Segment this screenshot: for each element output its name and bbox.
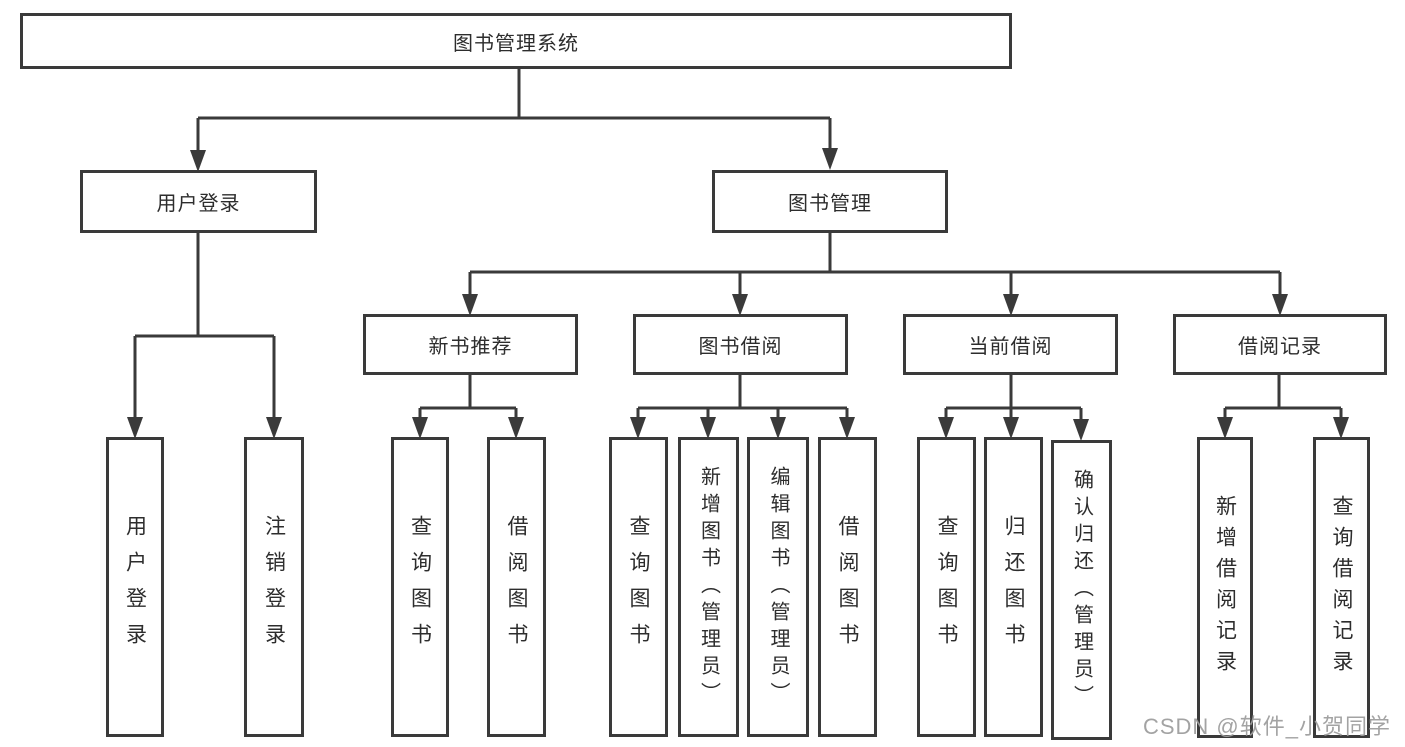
node-section-book-borrow: 图书借阅 [633,314,848,375]
node-book-mgmt-branch-label: 图书管理 [788,193,872,215]
leaf-newbook-query-books-label: 查询图书 [408,515,432,659]
leaf-record-query-record: 查询借阅记录 [1313,437,1370,738]
leaf-user-login-label: 用户登录 [123,515,147,659]
node-section-borrow-record: 借阅记录 [1173,314,1387,375]
leaf-borrow-edit-books-admin-label: 编辑图书（管理员） [767,465,789,709]
leaf-borrow-borrow-books-label: 借阅图书 [836,515,859,659]
leaf-borrow-add-books-admin-label: 新增图书（管理员） [697,465,720,709]
leaf-current-return-books-label: 归还图书 [1002,515,1025,659]
leaf-newbook-borrow-books-label: 借阅图书 [505,515,528,659]
leaf-current-confirm-return-admin: 确认归还（管理员） [1051,440,1112,740]
connector-current-to-leaves [944,375,1083,421]
connector-login-to-leaves [133,233,276,419]
leaf-current-query-books-label: 查询图书 [935,515,958,659]
leaf-user-login: 用户登录 [106,437,164,737]
node-section-new-book-label: 新书推荐 [428,336,513,358]
leaf-logout: 注销登录 [244,437,304,737]
node-book-mgmt-branch: 图书管理 [712,170,948,233]
leaf-newbook-borrow-books: 借阅图书 [487,437,546,737]
node-section-current-borrow-label: 当前借阅 [968,336,1053,358]
connector-root-to-branches [196,68,832,152]
leaf-current-query-books: 查询图书 [917,437,976,737]
connector-borrow-to-leaves [636,375,849,419]
node-root: 图书管理系统 [20,13,1012,69]
leaf-borrow-query-books: 查询图书 [609,437,668,737]
connector-mgmt-to-sections [468,233,1282,296]
node-section-current-borrow: 当前借阅 [903,314,1118,375]
leaf-record-query-record-label: 查询借阅记录 [1330,494,1353,681]
leaf-record-add-record: 新增借阅记录 [1197,437,1253,738]
node-section-borrow-record-label: 借阅记录 [1238,336,1322,358]
leaf-borrow-borrow-books: 借阅图书 [818,437,877,737]
node-user-login-branch-label: 用户登录 [156,193,241,215]
connector-newbook-to-leaves [418,375,518,419]
node-root-label: 图书管理系统 [453,32,579,55]
leaf-current-return-books: 归还图书 [984,437,1043,737]
node-section-new-book: 新书推荐 [363,314,578,375]
node-section-book-borrow-label: 图书借阅 [698,336,783,358]
leaf-logout-label: 注销登录 [262,515,286,659]
leaf-current-confirm-return-admin-label: 确认归还（管理员） [1070,468,1093,712]
csdn-watermark: CSDN @软件_小贺同学 [1142,714,1391,739]
leaf-record-add-record-label: 新增借阅记录 [1213,494,1237,681]
leaf-borrow-add-books-admin: 新增图书（管理员） [678,437,739,737]
node-user-login-branch: 用户登录 [80,170,317,233]
leaf-borrow-query-books-label: 查询图书 [627,515,650,659]
leaf-newbook-query-books: 查询图书 [391,437,449,737]
leaf-borrow-edit-books-admin: 编辑图书（管理员） [747,437,809,737]
connector-record-to-leaves [1223,375,1343,419]
